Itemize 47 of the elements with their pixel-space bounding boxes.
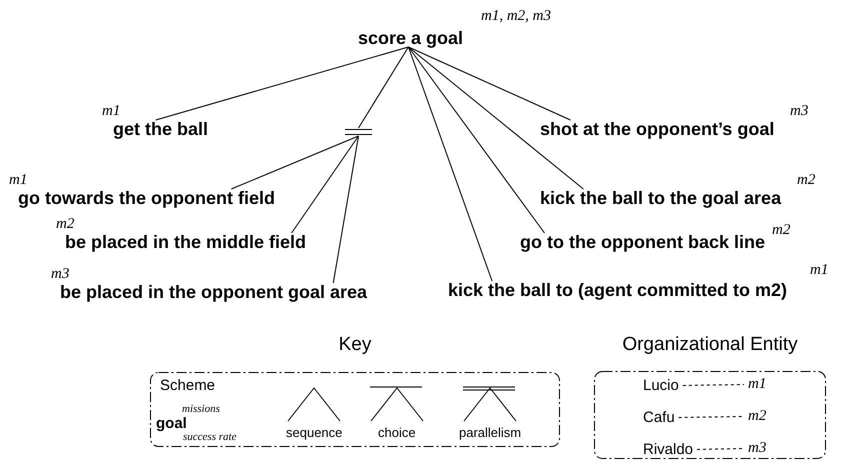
mission-label: m2 — [772, 223, 790, 238]
goal-label: score a goal — [358, 29, 464, 47]
mission-label: m3 — [51, 267, 70, 282]
entity-heading: Organizational Entity — [621, 335, 799, 354]
connector-line — [291, 136, 359, 234]
agent-label: Cafu — [643, 410, 675, 425]
goal-label: be placed in the middle field — [65, 233, 306, 251]
entity-panel — [594, 333, 826, 459]
mission-label: m1, m2, m3 — [481, 9, 551, 24]
connector-line — [408, 46, 571, 120]
mission-label: m1 — [810, 263, 828, 278]
goal-label: be placed in the opponent goal area — [60, 283, 368, 301]
connector-line — [230, 136, 359, 190]
dashed-line — [678, 416, 744, 418]
parallelism-bar — [345, 128, 372, 136]
mission-label: m3 — [790, 104, 808, 119]
mission-label: m2 — [56, 217, 74, 232]
connector-line — [332, 136, 359, 284]
mission-label: m1 — [9, 173, 28, 188]
connector-line — [408, 46, 584, 190]
goal-label: get the ball — [113, 120, 208, 138]
goal-label: go to the opponent back line — [520, 233, 765, 251]
goal-label: kick the ball to (agent committed to m2) — [448, 281, 788, 299]
mission-label: m2 — [748, 409, 766, 424]
goal-label: shot at the opponent’s goal — [540, 120, 774, 138]
goal-label: go towards the opponent field — [18, 189, 275, 207]
legend-caption: sequence — [286, 426, 342, 439]
dashed-line — [682, 384, 744, 386]
goal-label: goal — [156, 416, 187, 431]
success-rate-note: success rate — [183, 432, 236, 443]
agent-label: Lucio — [643, 378, 679, 393]
legend-heading: Key — [338, 335, 372, 354]
missions-note: missions — [182, 404, 220, 415]
agent-label: Rivaldo — [643, 442, 694, 457]
scheme-label: Scheme — [160, 378, 216, 393]
dashed-line — [696, 448, 744, 450]
connector-line — [358, 46, 409, 128]
mission-label: m1 — [102, 104, 120, 119]
legend-caption: parallelism — [459, 426, 522, 439]
legend-caption: choice — [378, 426, 416, 439]
connector-line — [408, 46, 493, 282]
connector-line — [155, 46, 409, 120]
connector-line — [408, 46, 545, 234]
mission-label: m1 — [748, 377, 766, 392]
goal-label: kick the ball to the goal area — [540, 189, 782, 207]
mission-label: m3 — [748, 441, 766, 456]
mission-label: m2 — [797, 173, 816, 188]
